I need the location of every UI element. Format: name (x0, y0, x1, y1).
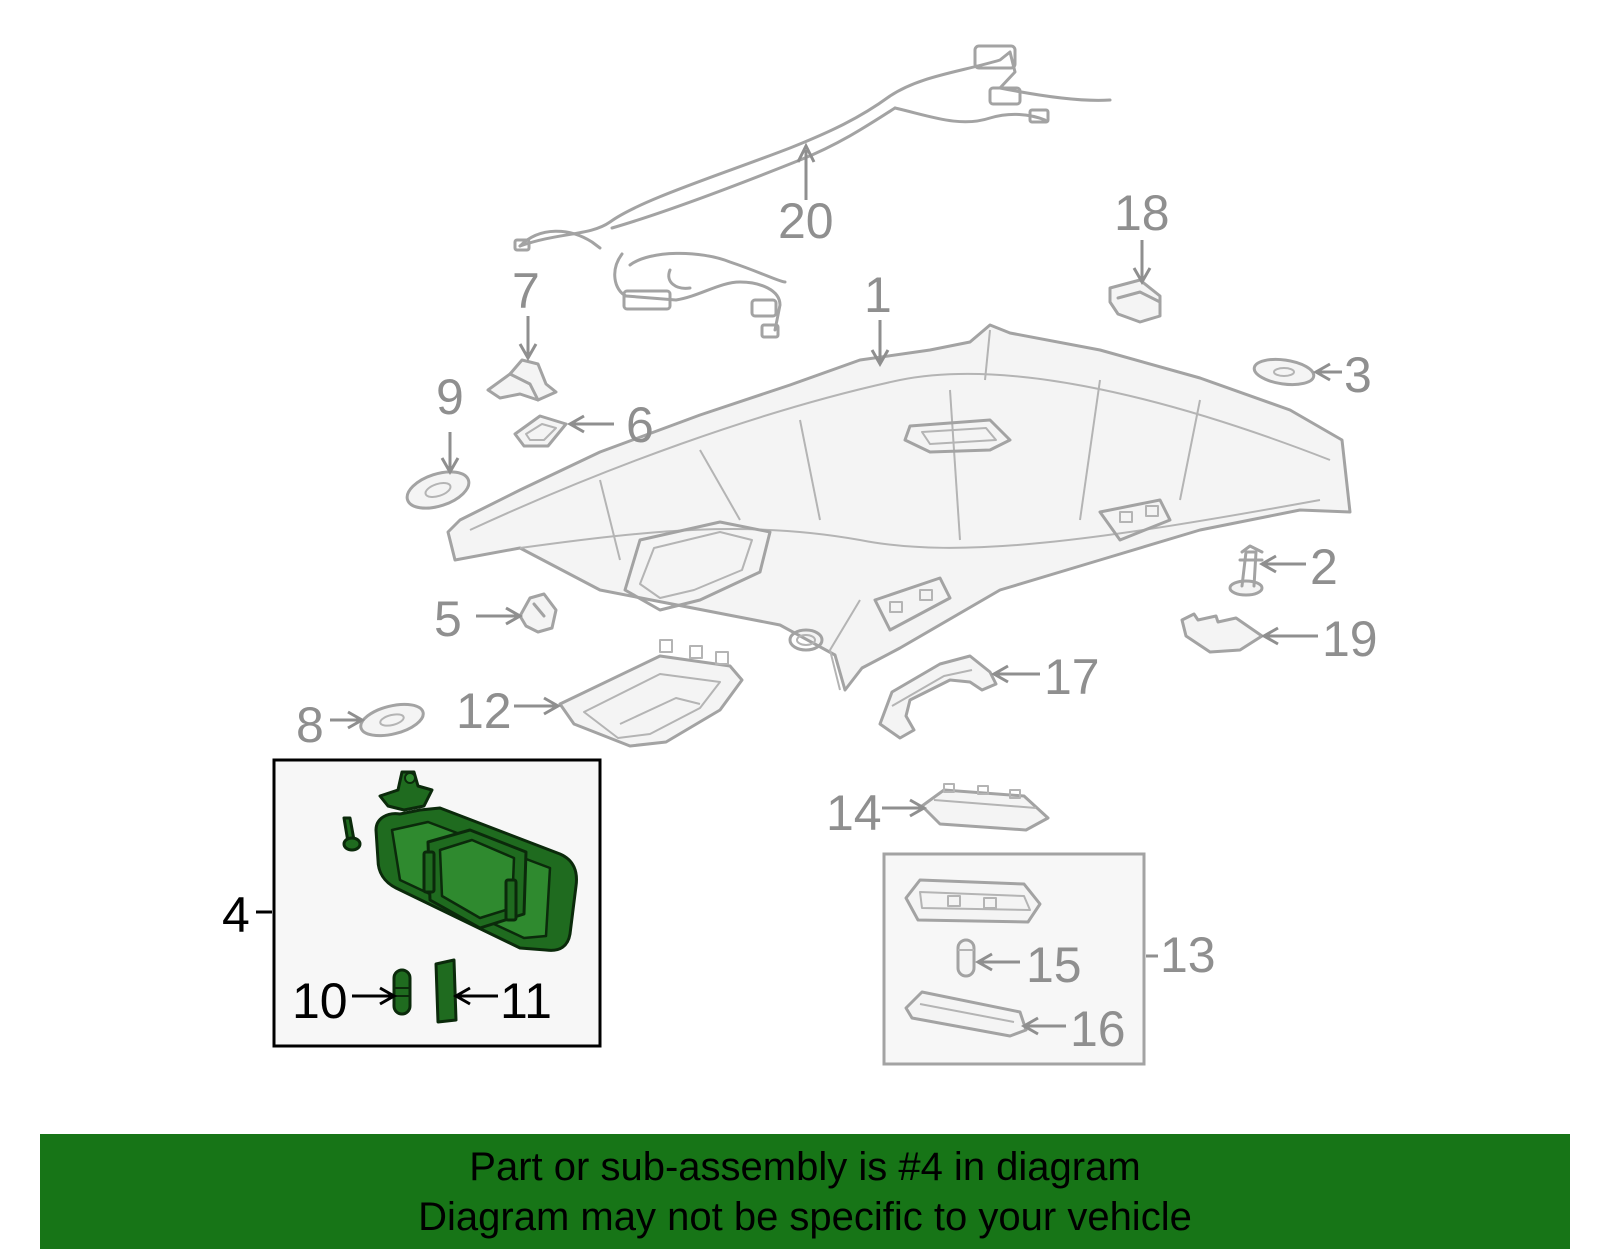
module-part-18[interactable] (1108, 278, 1162, 324)
overhead-console-part-12[interactable] (558, 639, 744, 748)
callout-12: 12 (456, 683, 512, 739)
grommet-part-9[interactable] (403, 465, 474, 515)
callout-3: 3 (1344, 347, 1372, 403)
callout-9: 9 (436, 369, 464, 425)
callout-16: 16 (1070, 1001, 1126, 1057)
grommet-part-3[interactable] (1252, 356, 1316, 388)
sunvisor-assembly-part-4[interactable] (272, 758, 602, 1048)
bracket-part-7[interactable] (486, 358, 558, 402)
callout-8: 8 (296, 697, 324, 753)
callout-15: 15 (1026, 937, 1082, 993)
wiring-harness-part-20[interactable] (513, 44, 1112, 339)
callout-1: 1 (864, 267, 892, 323)
pad-part-6[interactable] (513, 414, 568, 448)
headliner-part-1[interactable] (446, 323, 1352, 692)
callout-19: 19 (1322, 611, 1378, 667)
callout-10: 10 (292, 973, 348, 1029)
lamp-assembly-part-13[interactable] (882, 852, 1146, 1066)
grommet-part-8[interactable] (358, 699, 427, 742)
callout-13: 13 (1160, 927, 1216, 983)
bracket-part-19[interactable] (1180, 612, 1264, 654)
callout-11: 11 (500, 973, 552, 1029)
banner-line-1: Part or sub-assembly is #4 in diagram (469, 1145, 1141, 1189)
callout-7: 7 (512, 263, 540, 319)
clip-part-2[interactable] (1228, 544, 1264, 597)
callout-4: 4 (222, 887, 250, 943)
callout-2: 2 (1310, 539, 1338, 595)
callout-17: 17 (1044, 649, 1100, 705)
clip-part-5[interactable] (518, 592, 558, 634)
banner-line-2: Diagram may not be specific to your vehi… (418, 1195, 1192, 1239)
callout-6: 6 (626, 397, 654, 453)
grab-handle-part-17[interactable] (878, 654, 998, 740)
callout-5: 5 (434, 591, 462, 647)
callout-14: 14 (826, 785, 882, 841)
diagram-notice-banner: Part or sub-assembly is #4 in diagram Di… (40, 1134, 1570, 1249)
callout-18: 18 (1114, 185, 1170, 241)
callout-20: 20 (778, 193, 834, 249)
lamp-housing-part-14[interactable] (920, 783, 1050, 832)
